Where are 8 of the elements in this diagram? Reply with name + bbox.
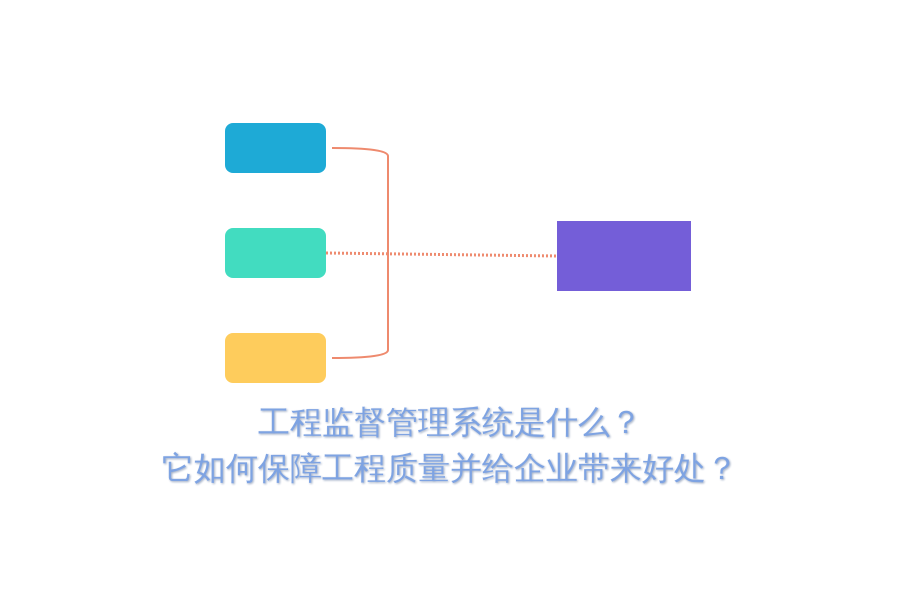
heading-text: 工程监督管理系统是什么？ (258, 402, 642, 443)
color-box (225, 228, 326, 278)
bracket-connector (332, 147, 389, 359)
color-box (225, 123, 326, 173)
color-box (557, 221, 691, 291)
dotted-connector (326, 252, 558, 258)
color-box (225, 333, 326, 383)
heading-text: 它如何保障工程质量并给企业带来好处？ (162, 448, 738, 489)
